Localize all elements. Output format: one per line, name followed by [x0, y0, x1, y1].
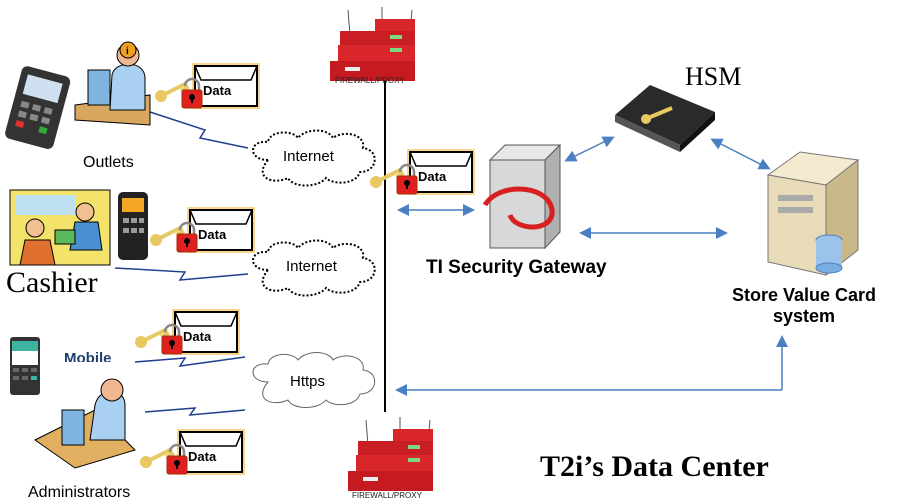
data-label: Data [198, 227, 227, 242]
svc-label-line1: Store Value Card [731, 285, 877, 305]
administrators-label: Administrators [28, 484, 131, 501]
gateway-label: TI Security Gateway [426, 257, 607, 278]
cashier-label: Cashier [6, 266, 98, 299]
mobile-label: Mobile [64, 350, 112, 362]
outlets-label: Outlets [83, 154, 134, 171]
store-value-card-server-icon [766, 151, 860, 277]
outlet-operator-icon: i [74, 41, 151, 126]
svc-label: Store Value Card system [729, 285, 879, 327]
security-gateway-icon [482, 143, 562, 250]
svg-text:i: i [126, 46, 129, 57]
firewall-top-label: FIREWALL/PROXY [335, 76, 405, 85]
card-terminal-icon [118, 192, 148, 260]
firewall-bottom-label: FIREWALL/PROXY [352, 491, 422, 500]
cashier-illustration-icon [9, 189, 111, 266]
svc-label-line2: system [772, 306, 836, 326]
lightning-links [114, 111, 249, 416]
hsm-device-icon [615, 85, 715, 152]
data-label: Data [183, 329, 212, 344]
administrator-icon [34, 378, 136, 469]
firewall-top-icon [329, 6, 416, 82]
data-label: Data [188, 449, 217, 464]
data-center-title: T2i’s Data Center [540, 450, 769, 483]
hsm-label: HSM [685, 62, 742, 91]
data-label: Data [418, 169, 447, 184]
cloud-label-internet-1: Internet [283, 148, 334, 165]
data-label: Data [203, 83, 232, 98]
cloud-label-internet-2: Internet [286, 258, 337, 275]
mobile-phone-icon [10, 337, 40, 395]
connection-arrows [395, 136, 788, 396]
firewall-bottom-icon [347, 416, 434, 492]
cloud-label-https: Https [290, 373, 326, 390]
pos-terminal-icon [5, 66, 71, 149]
